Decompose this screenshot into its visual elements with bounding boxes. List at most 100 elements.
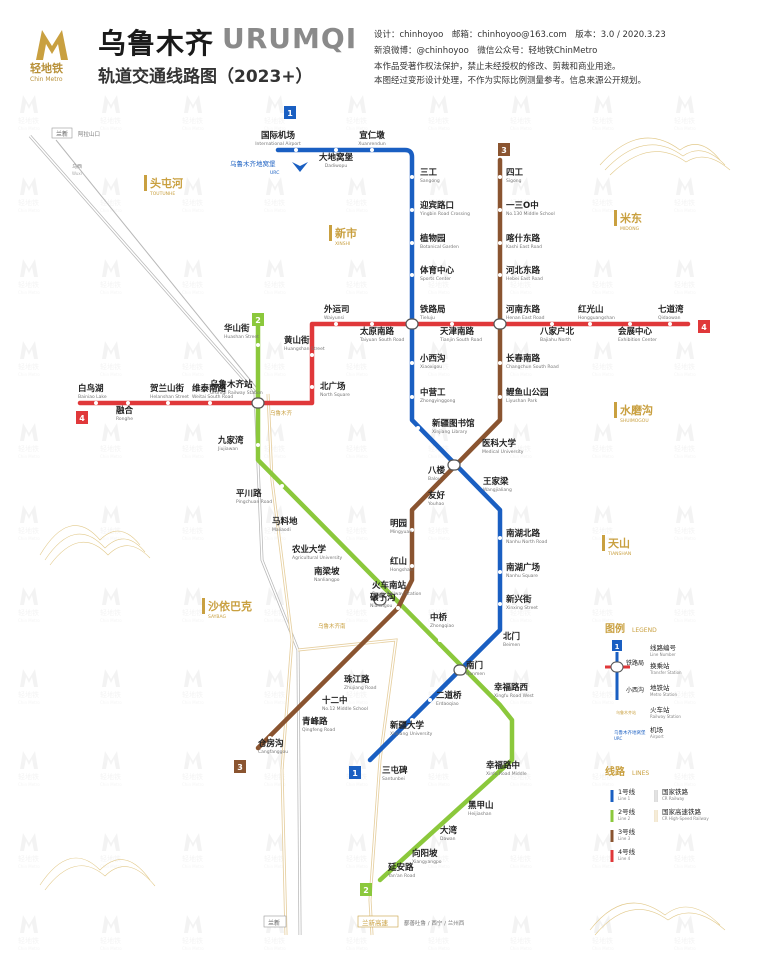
station-marker[interactable] bbox=[410, 528, 414, 532]
station-marker[interactable] bbox=[498, 241, 502, 245]
station-marker[interactable] bbox=[450, 322, 454, 326]
station-marker[interactable] bbox=[268, 736, 272, 740]
station-marker[interactable] bbox=[396, 870, 400, 874]
station-marker[interactable] bbox=[382, 763, 386, 767]
transfer-station-marker[interactable] bbox=[251, 397, 265, 409]
station-marker[interactable] bbox=[495, 639, 499, 643]
station-marker[interactable] bbox=[498, 536, 502, 540]
station-marker[interactable] bbox=[256, 343, 260, 347]
station-marker[interactable] bbox=[370, 148, 374, 152]
station-marker[interactable] bbox=[370, 322, 374, 326]
station-marker[interactable] bbox=[360, 574, 364, 578]
station-marker[interactable] bbox=[588, 322, 592, 326]
station-marker[interactable] bbox=[498, 175, 502, 179]
station-marker[interactable] bbox=[308, 520, 312, 524]
station-marker[interactable] bbox=[410, 208, 414, 212]
station-marker[interactable] bbox=[358, 678, 362, 682]
station-marker[interactable] bbox=[334, 322, 338, 326]
station-marker[interactable] bbox=[450, 833, 454, 837]
station-marker[interactable] bbox=[208, 401, 212, 405]
station-marker[interactable] bbox=[166, 401, 170, 405]
station-marker[interactable] bbox=[498, 570, 502, 574]
station-marker[interactable] bbox=[334, 148, 338, 152]
station-marker[interactable] bbox=[438, 638, 442, 642]
station-marker[interactable] bbox=[94, 401, 98, 405]
transfer-station-marker[interactable] bbox=[405, 318, 419, 330]
station-marker[interactable] bbox=[478, 808, 482, 812]
station-marker[interactable] bbox=[486, 446, 490, 450]
station-marker[interactable] bbox=[410, 175, 414, 179]
station-marker[interactable] bbox=[256, 443, 260, 447]
station-marker[interactable] bbox=[493, 488, 497, 492]
station-marker[interactable] bbox=[498, 395, 502, 399]
station-marker[interactable] bbox=[498, 208, 502, 212]
station-marker[interactable] bbox=[498, 602, 502, 606]
station-marker[interactable] bbox=[410, 361, 414, 365]
station-marker[interactable] bbox=[310, 385, 314, 389]
station-marker[interactable] bbox=[294, 148, 298, 152]
transfer-station-marker[interactable] bbox=[373, 594, 387, 606]
transfer-station-marker[interactable] bbox=[493, 318, 507, 330]
station-marker[interactable] bbox=[280, 484, 284, 488]
station-marker[interactable] bbox=[410, 564, 414, 568]
station-marker[interactable] bbox=[498, 273, 502, 277]
station-marker[interactable] bbox=[410, 273, 414, 277]
station-marker[interactable] bbox=[336, 548, 340, 552]
transfer-station-marker[interactable] bbox=[453, 664, 467, 676]
station-marker[interactable] bbox=[410, 718, 414, 722]
station-marker[interactable] bbox=[510, 710, 514, 714]
station-marker[interactable] bbox=[550, 322, 554, 326]
station-marker[interactable] bbox=[410, 241, 414, 245]
station-marker[interactable] bbox=[126, 401, 130, 405]
station-marker[interactable] bbox=[628, 322, 632, 326]
station-marker[interactable] bbox=[416, 426, 420, 430]
